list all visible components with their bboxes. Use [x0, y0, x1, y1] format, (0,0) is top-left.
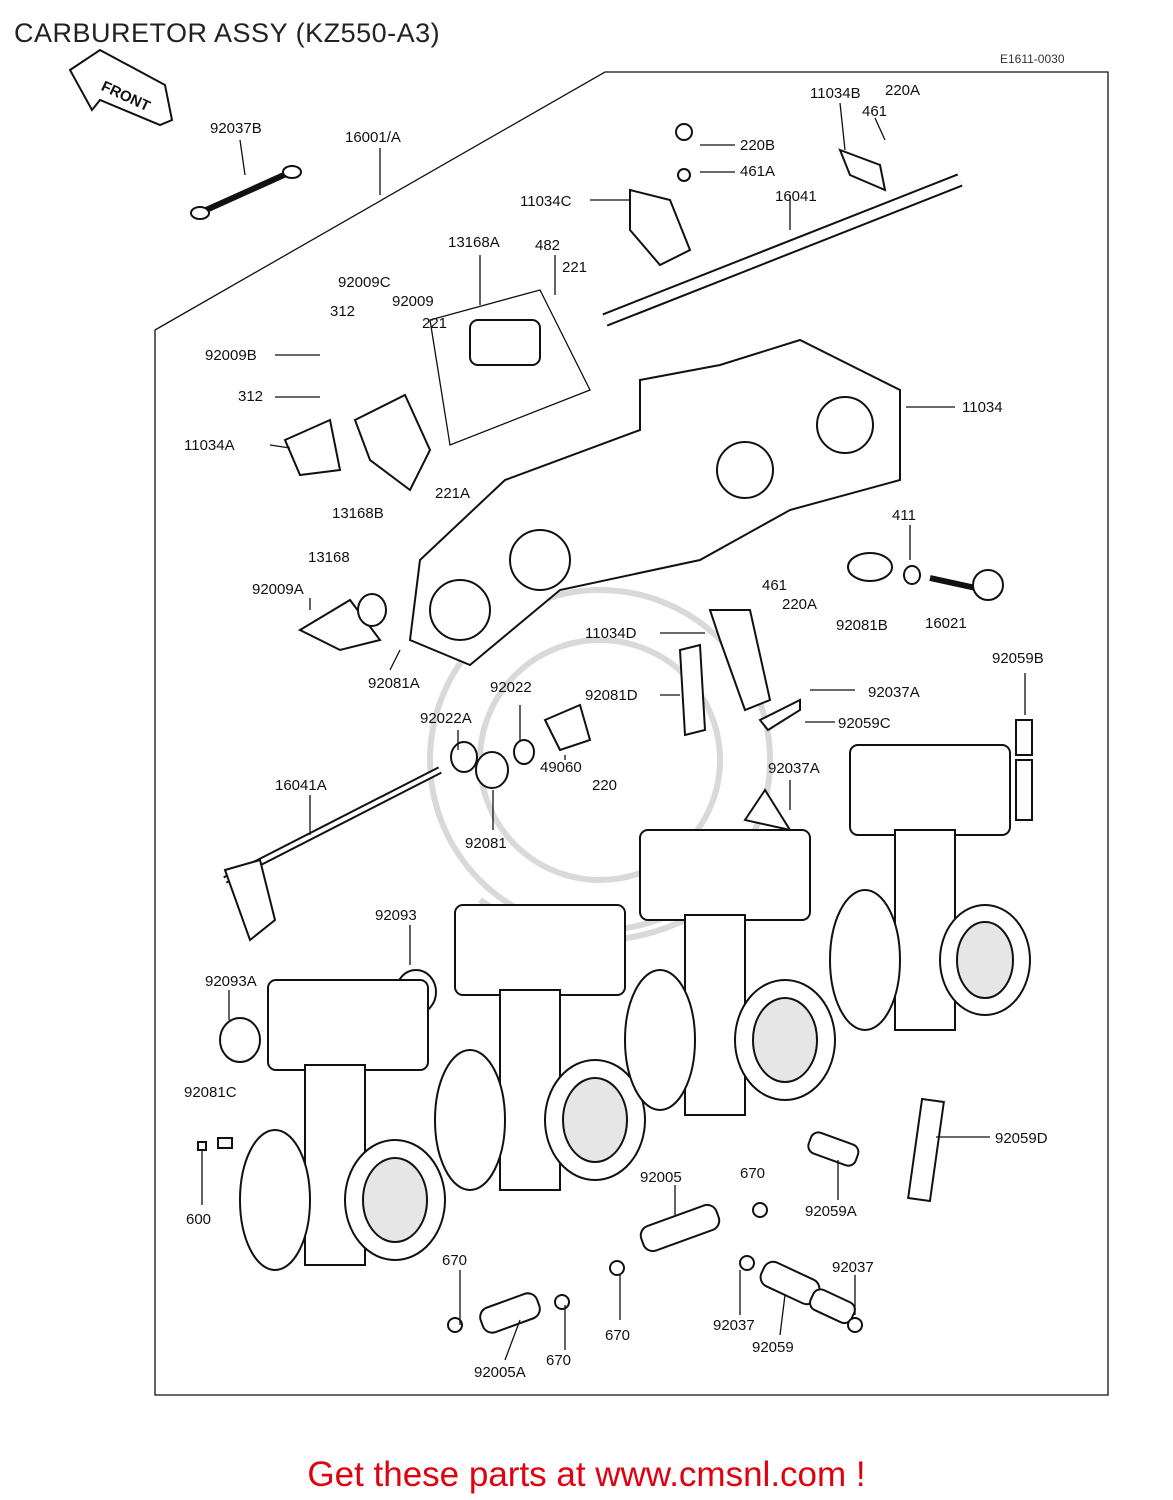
- part-label: 670: [442, 1252, 467, 1269]
- assembly-outline: [154, 71, 1109, 1396]
- part-label: 16021: [925, 615, 967, 632]
- part-label: 13168: [308, 549, 350, 566]
- part-label: 92037A: [868, 684, 920, 701]
- part-label: 312: [330, 303, 355, 320]
- part-label: 461: [762, 577, 787, 594]
- part-label: 92059A: [805, 1203, 857, 1220]
- part-label: 92009: [392, 293, 434, 310]
- part-label: 312: [238, 388, 263, 405]
- part-label: 221A: [435, 485, 470, 502]
- part-label: 11034A: [184, 437, 235, 454]
- part-label: 92005A: [474, 1364, 526, 1381]
- part-label: 221: [562, 259, 587, 276]
- choke-linkage-box: [429, 289, 591, 446]
- part-label: 92059C: [838, 715, 891, 732]
- diagram-code: E1611-0030: [1000, 52, 1065, 66]
- page-title: CARBURETOR ASSY (KZ550-A3): [14, 18, 441, 48]
- part-label: 461A: [740, 163, 775, 180]
- carburetor-3: [624, 829, 836, 1116]
- part-label: 220A: [782, 596, 817, 613]
- part-label: 92081B: [836, 617, 888, 634]
- part-label: 92037B: [210, 120, 262, 137]
- small-parts: [190, 123, 1033, 1334]
- part-label: 670: [740, 1165, 765, 1182]
- part-label: 92037: [713, 1317, 755, 1334]
- part-label: 92081: [465, 835, 507, 852]
- part-label: 221: [422, 315, 447, 332]
- part-label: 92009A: [252, 581, 304, 598]
- part-label: 11034: [962, 399, 1003, 416]
- part-label: 600: [186, 1211, 211, 1228]
- carburetor-2: [434, 904, 646, 1191]
- part-label: 16041: [775, 188, 817, 205]
- part-label: 220B: [740, 137, 775, 154]
- part-label: 92093A: [205, 973, 257, 990]
- part-label: 92059B: [992, 650, 1044, 667]
- footer-link-text[interactable]: Get these parts at www.cmsnl.com !: [307, 1455, 866, 1494]
- part-label: 92059D: [995, 1130, 1048, 1147]
- part-label: 92037: [832, 1259, 874, 1276]
- carburetor-1: [239, 979, 446, 1271]
- part-label: 92009B: [205, 347, 257, 364]
- part-label: 92059: [752, 1339, 794, 1356]
- part-label: 13168B: [332, 505, 384, 522]
- part-label: 11034D: [585, 625, 637, 642]
- part-label: 670: [605, 1327, 630, 1344]
- part-label: 220: [592, 777, 617, 794]
- part-label: 670: [546, 1352, 571, 1369]
- part-label: 13168A: [448, 234, 500, 251]
- part-label: 482: [535, 237, 560, 254]
- part-label: 92081D: [585, 687, 638, 704]
- part-label: 92005: [640, 1169, 682, 1186]
- part-label: 92093: [375, 907, 417, 924]
- part-label: 92081C: [184, 1084, 237, 1101]
- part-label: 16001/A: [345, 129, 401, 146]
- part-label: 92022A: [420, 710, 472, 727]
- part-label: 11034C: [520, 193, 572, 210]
- part-label: 220A: [885, 82, 920, 99]
- leader-lines: [201, 102, 1026, 1361]
- part-label: 11034B: [810, 85, 861, 102]
- part-label: 461: [862, 103, 887, 120]
- part-label: 16041A: [275, 777, 327, 794]
- part-label: 92037A: [768, 760, 820, 777]
- part-label: 49060: [540, 759, 582, 776]
- part-label: 411: [892, 507, 916, 524]
- throttle-shaft: [602, 173, 963, 327]
- part-label: 92009C: [338, 274, 391, 291]
- part-labels: 92037B 16001/A 11034B 220A 461 220B 461A…: [184, 82, 1048, 1381]
- part-label: 92081A: [368, 675, 420, 692]
- front-arrow-icon: FRONT: [68, 48, 174, 127]
- carburetor-4: [829, 744, 1031, 1031]
- part-label: 92022: [490, 679, 532, 696]
